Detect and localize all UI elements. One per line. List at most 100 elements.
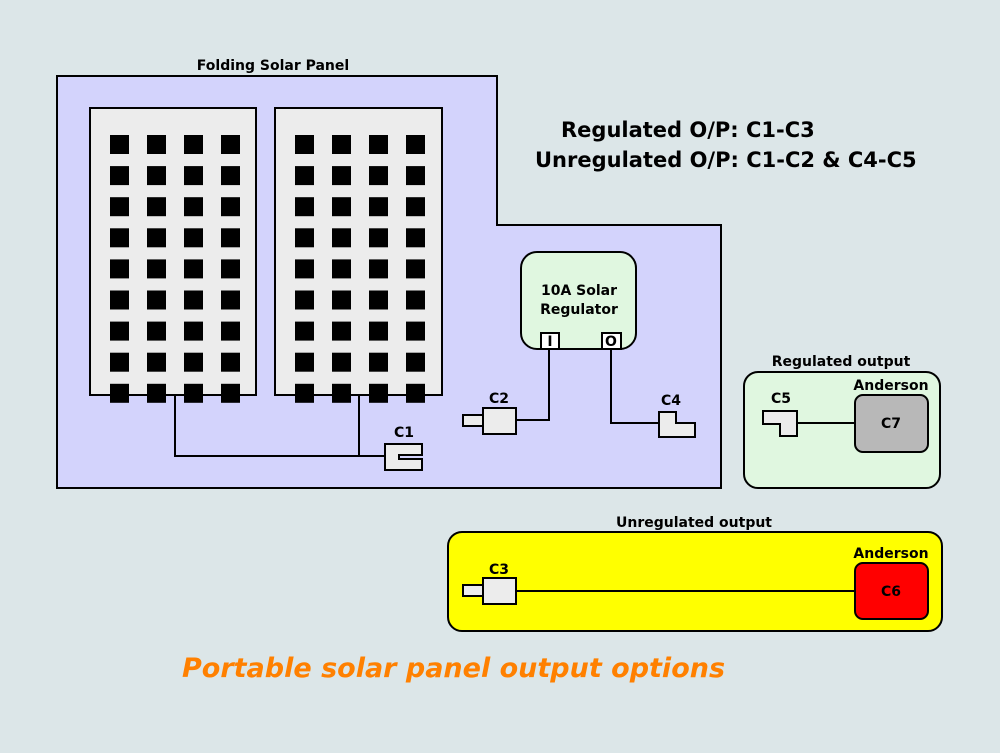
solar-cell — [147, 135, 166, 154]
unregulated-anderson-label: Anderson — [853, 546, 928, 562]
solar-cell — [184, 197, 203, 217]
solar-cell — [221, 383, 240, 403]
solar-cell — [184, 135, 203, 154]
c3-label: C3 — [489, 562, 509, 578]
solar-cell — [295, 290, 314, 310]
c3-plug — [462, 584, 484, 597]
solar-cells-left — [110, 135, 240, 403]
solar-panel-label: Folding Solar Panel — [197, 58, 349, 74]
solar-cell — [221, 290, 240, 310]
solar-cell — [369, 290, 388, 310]
solar-cell — [184, 352, 203, 372]
c1-connector — [384, 443, 423, 471]
solar-cell — [406, 166, 425, 186]
solar-cell — [369, 166, 388, 186]
c6-label: C6 — [881, 584, 901, 600]
solar-cell — [295, 321, 314, 341]
solar-cell — [110, 228, 129, 248]
solar-cell — [406, 290, 425, 310]
c4-connector — [658, 411, 696, 438]
solar-cell — [406, 383, 425, 403]
solar-cell — [406, 321, 425, 341]
c5-connector — [762, 410, 798, 437]
solar-cell — [184, 259, 203, 279]
solar-cell — [147, 197, 166, 217]
c4-wire — [610, 349, 659, 424]
solar-cell — [332, 228, 351, 248]
solar-cell — [295, 135, 314, 154]
solar-cell — [406, 259, 425, 279]
solar-regulator — [520, 251, 637, 350]
solar-cell — [332, 290, 351, 310]
solar-cell — [221, 228, 240, 248]
solar-cell — [332, 383, 351, 403]
solar-cell — [332, 166, 351, 186]
unregulated-op-text: Unregulated O/P: C1-C2 & C4-C5 — [535, 148, 917, 172]
regulator-output-label: O — [605, 334, 617, 350]
solar-cell — [184, 321, 203, 341]
regulator-input-label: I — [547, 334, 552, 350]
solar-cell — [147, 259, 166, 279]
solar-cell — [147, 383, 166, 403]
c3-connector — [482, 577, 517, 605]
regulator-label-line2: Regulator — [540, 302, 618, 318]
solar-cell — [295, 383, 314, 403]
solar-panel-right — [274, 107, 443, 396]
solar-cell — [406, 352, 425, 372]
c2-label: C2 — [489, 391, 509, 407]
c4-label: C4 — [661, 393, 681, 409]
solar-cell — [221, 352, 240, 372]
solar-cell — [332, 135, 351, 154]
c2-wire — [516, 349, 550, 421]
solar-cell — [184, 290, 203, 310]
solar-cell — [147, 228, 166, 248]
solar-cell — [221, 166, 240, 186]
solar-panel-left — [89, 107, 257, 396]
solar-cell — [369, 321, 388, 341]
solar-cell — [369, 197, 388, 217]
solar-cell — [295, 259, 314, 279]
solar-cell — [332, 259, 351, 279]
solar-cell — [110, 197, 129, 217]
regulated-anderson-label: Anderson — [853, 378, 928, 394]
solar-cell — [221, 197, 240, 217]
solar-cell — [147, 166, 166, 186]
solar-cell — [184, 228, 203, 248]
diagram-caption: Portable solar panel output options — [182, 653, 725, 684]
unregulated-output-label: Unregulated output — [616, 515, 772, 531]
solar-cell — [110, 321, 129, 341]
c6-anderson-connector — [854, 562, 929, 620]
unregulated-output-box — [447, 531, 943, 632]
solar-cell — [184, 166, 203, 186]
solar-cell — [332, 197, 351, 217]
c7-label: C7 — [881, 416, 901, 432]
c5-label: C5 — [771, 391, 791, 407]
c2-connector — [482, 407, 517, 435]
solar-cell — [147, 352, 166, 372]
regulated-output-label: Regulated output — [772, 354, 911, 370]
c1-label: C1 — [394, 425, 414, 441]
solar-cell — [221, 259, 240, 279]
solar-cell — [147, 290, 166, 310]
panel-wire — [174, 395, 385, 457]
solar-cell — [332, 321, 351, 341]
solar-cell — [332, 352, 351, 372]
solar-cell — [406, 228, 425, 248]
solar-cell — [110, 290, 129, 310]
solar-cell — [184, 383, 203, 403]
solar-cell — [369, 259, 388, 279]
solar-cell — [369, 383, 388, 403]
solar-cell — [369, 228, 388, 248]
solar-cell — [369, 352, 388, 372]
solar-cell — [147, 321, 166, 341]
solar-cell — [406, 197, 425, 217]
solar-cell — [295, 166, 314, 186]
solar-cell — [221, 321, 240, 341]
solar-cell — [110, 259, 129, 279]
solar-cell — [110, 352, 129, 372]
c2-plug — [462, 414, 484, 427]
solar-cell — [406, 135, 425, 154]
solar-cell — [110, 135, 129, 154]
solar-cell — [295, 197, 314, 217]
